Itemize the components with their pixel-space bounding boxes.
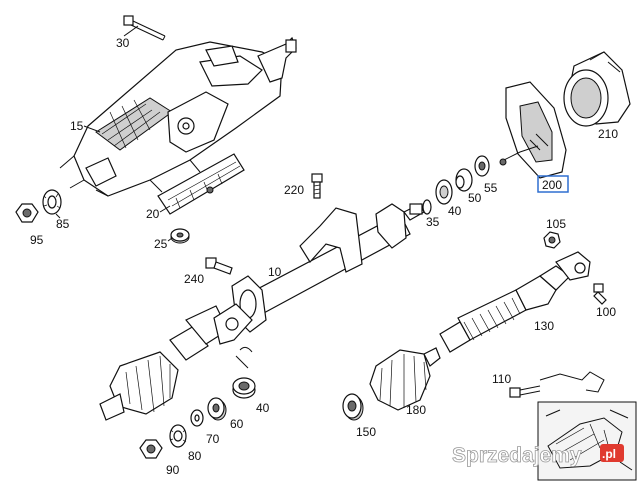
leader-15 — [83, 125, 101, 133]
bolt-100 — [593, 283, 607, 305]
label-90: 90 — [166, 463, 180, 477]
label-55: 55 — [484, 181, 498, 195]
lock-washer-80 — [169, 424, 187, 448]
leader-20 — [159, 205, 171, 213]
washer-70 — [190, 409, 204, 427]
nut-105 — [543, 231, 561, 249]
inset-thumbnail — [537, 401, 637, 481]
nut-60 — [207, 397, 227, 421]
bushing-40-lower — [232, 377, 256, 399]
washer-85 — [42, 189, 62, 215]
watermark-badge — [600, 444, 624, 462]
label-40-lower: 40 — [256, 401, 270, 415]
sleeve-50 — [455, 168, 473, 192]
bolt-220 — [311, 173, 323, 199]
label-20: 20 — [146, 207, 160, 221]
universal-joint-lower-left — [99, 303, 253, 421]
watermark-tld: .pl — [602, 447, 616, 461]
boot-assembly-130 — [439, 251, 591, 353]
boot-180 — [369, 347, 441, 411]
label-240: 240 — [184, 272, 204, 286]
label-25: 25 — [154, 237, 168, 251]
label-35: 35 — [426, 215, 440, 229]
bearing-40 — [435, 179, 453, 205]
bracket-110 — [539, 371, 605, 393]
label-210: 210 — [598, 127, 618, 141]
leader-85 — [55, 213, 61, 219]
nut-95 — [15, 203, 39, 223]
label-150: 150 — [356, 425, 376, 439]
label-70: 70 — [206, 432, 220, 446]
label-10: 10 — [268, 265, 282, 279]
nut-25 — [170, 228, 190, 244]
label-85: 85 — [56, 217, 70, 231]
label-15: 15 — [70, 119, 84, 133]
watermark-brand: Sprzedajemy — [452, 444, 582, 467]
label-105: 105 — [546, 217, 566, 231]
label-40-upper: 40 — [448, 204, 462, 218]
nut-150 — [342, 393, 364, 421]
label-110: 110 — [492, 372, 511, 386]
label-95: 95 — [30, 233, 44, 247]
label-220: 220 — [284, 183, 304, 197]
watermark: Sprzedajemy .pl — [452, 444, 624, 467]
label-180: 180 — [406, 403, 426, 417]
cap-55 — [474, 155, 490, 177]
bolt-110 — [509, 385, 541, 398]
bolt-30 — [123, 15, 166, 41]
label-60: 60 — [230, 417, 244, 431]
label-80: 80 — [188, 449, 202, 463]
column-tube-10 — [231, 203, 425, 333]
label-200-highlight — [537, 175, 569, 193]
label-130: 130 — [534, 319, 554, 333]
label-30: 30 — [116, 36, 130, 50]
leader-25 — [167, 237, 173, 242]
label-50: 50 — [468, 191, 482, 205]
leader-30 — [123, 25, 139, 37]
label-100: 100 — [596, 305, 616, 319]
switch-bracket-200 — [499, 81, 567, 179]
nut-90 — [139, 439, 163, 459]
column-housing-15 — [59, 36, 297, 197]
bolt-240 — [205, 257, 233, 275]
cover-210 — [563, 51, 631, 127]
ring-35 — [422, 199, 432, 215]
label-200: 200 — [542, 178, 562, 192]
